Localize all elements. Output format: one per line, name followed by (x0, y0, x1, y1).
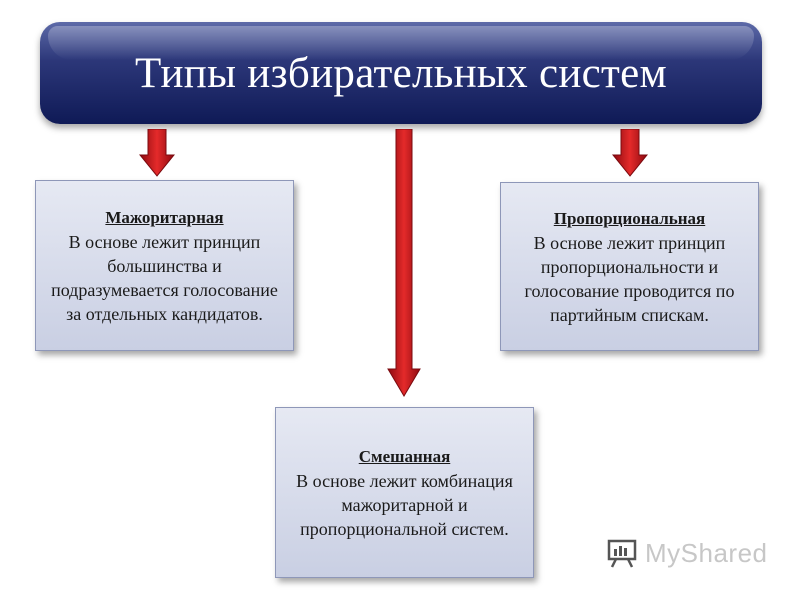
presentation-board-icon (607, 539, 637, 568)
proportional-description: В основе лежит принцип пропорциональност… (524, 232, 735, 325)
proportional-title: Пропорциональная (553, 208, 706, 228)
majoritarian-title: Мажоритарная (105, 207, 224, 227)
title-banner: Типы избирательных систем (40, 22, 762, 124)
logo-text: MyShared (645, 537, 768, 568)
diagram-title: Типы избирательных систем (134, 49, 668, 97)
majoritarian-box: Мажоритарная В основе лежит принцип боль… (35, 180, 294, 351)
arrow-to-proportional (612, 129, 648, 177)
arrow-to-majoritarian (139, 129, 175, 177)
mixed-title: Смешанная (358, 446, 451, 466)
mixed-description: В основе лежит комбинация мажоритарной и… (296, 470, 513, 539)
proportional-box: Пропорциональная В основе лежит принцип … (500, 182, 759, 351)
myshared-logo: MyShared (607, 537, 768, 569)
majoritarian-description: В основе лежит принцип большинства и под… (51, 231, 278, 324)
mixed-box: Смешанная В основе лежит комбинация мажо… (275, 407, 534, 578)
arrow-to-mixed (387, 129, 421, 397)
